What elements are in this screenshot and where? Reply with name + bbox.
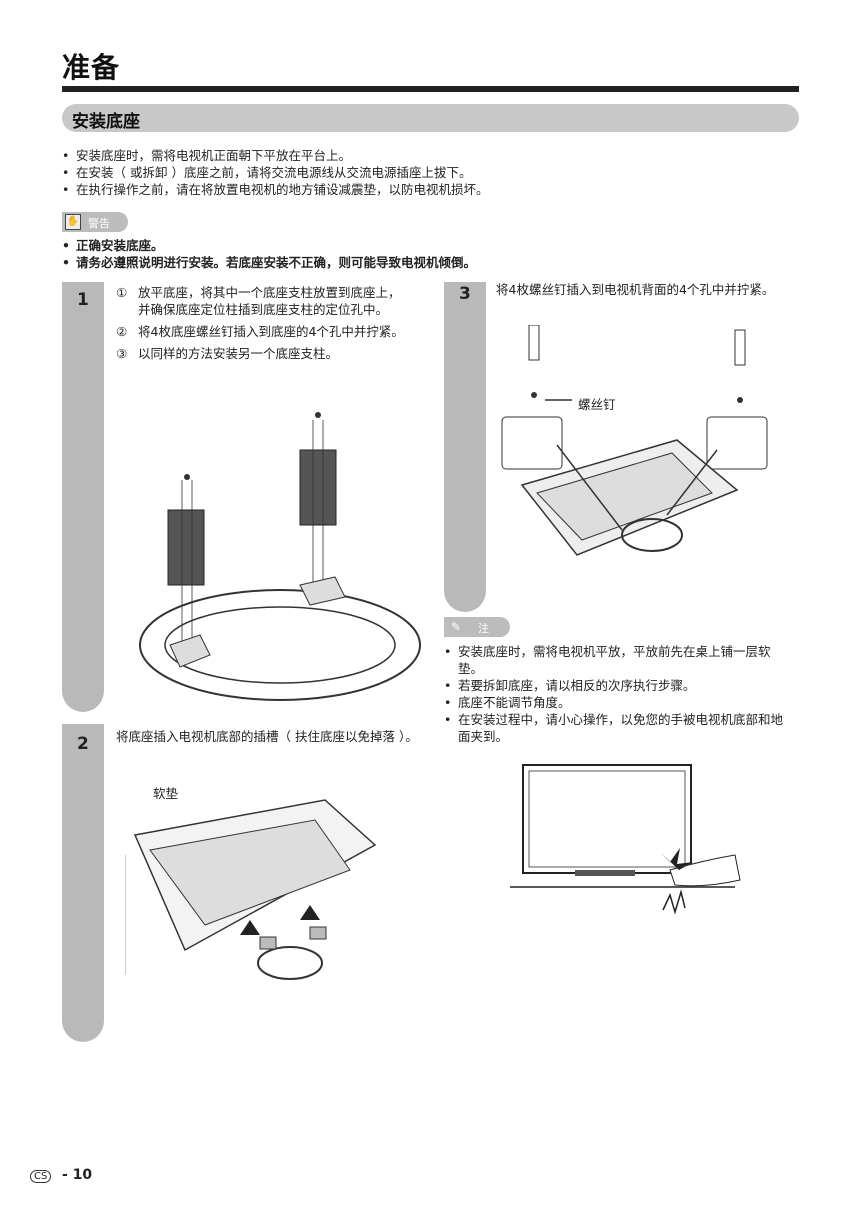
page-number: - 10 [62, 1167, 93, 1183]
hand-warning-icon: ✋ [65, 214, 81, 230]
paperclip-icon: ✎ [451, 620, 462, 634]
note-item: 底座不能调节角度。 [444, 694, 794, 711]
step1-number: 1 [77, 290, 89, 310]
note-item: 若要拆卸底座，请以相反的次序执行步骤。 [444, 677, 794, 694]
note-tab [444, 617, 510, 637]
warning-list: 正确安装底座。 请务必遵照说明进行安装。若底座安装不正确，则可能导致电视机倾倒。 [62, 237, 802, 271]
step2-text: 将底座插入电视机底部的插槽（ 扶住底座以免掉落 ）。 [116, 729, 418, 744]
step3-number: 3 [459, 284, 471, 304]
intro-bullets: 安装底座时，需将电视机正面朝下平放在平台上。 在安装（ 或拆卸 ）底座之前，请将… [62, 147, 802, 198]
stand-assembly-illustration [139, 412, 421, 701]
language-badge: CS [30, 1170, 52, 1183]
step2-callout: 软垫 [153, 786, 179, 801]
tv-mounting-illustration [125, 799, 377, 980]
section-bar [62, 104, 799, 132]
page-title: 准备 [62, 51, 121, 84]
step3-bar [444, 282, 486, 612]
step1-bar [62, 282, 104, 712]
screw-install-illustration [501, 325, 768, 556]
note-item: 安装底座时，需将电视机平放，平放前先在桌上铺一层软垫。 [444, 643, 794, 677]
intro-bullet: 在执行操作之前，请在将放置电视机的地方铺设减震垫，以防电视机损坏。 [62, 181, 802, 198]
pinch-warning-illustration [510, 764, 741, 915]
section-title: 安装底座 [72, 112, 140, 132]
note-item: 在安装过程中，请小心操作，以免您的手被电视机底部和地面夹到。 [444, 711, 794, 745]
warning-item: 正确安装底座。 [62, 237, 802, 254]
note-list: 安装底座时，需将电视机平放，平放前先在桌上铺一层软垫。 若要拆卸底座，请以相反的… [444, 643, 794, 745]
step3-callout: 螺丝钉 [578, 397, 616, 412]
step2-number: 2 [77, 734, 89, 754]
step2-bar [62, 724, 104, 1042]
warning-label: 警告 [88, 217, 110, 230]
note-label: 注 [478, 622, 489, 635]
warning-item: 请务必遵照说明进行安装。若底座安装不正确，则可能导致电视机倾倒。 [62, 254, 802, 271]
step3-text: 将4枚螺丝钉插入到电视机背面的4个孔中并拧紧。 [496, 282, 775, 297]
title-rule [62, 86, 799, 92]
intro-bullet: 在安装（ 或拆卸 ）底座之前，请将交流电源线从交流电源插座上拔下。 [62, 164, 802, 181]
intro-bullet: 安装底座时，需将电视机正面朝下平放在平台上。 [62, 147, 802, 164]
